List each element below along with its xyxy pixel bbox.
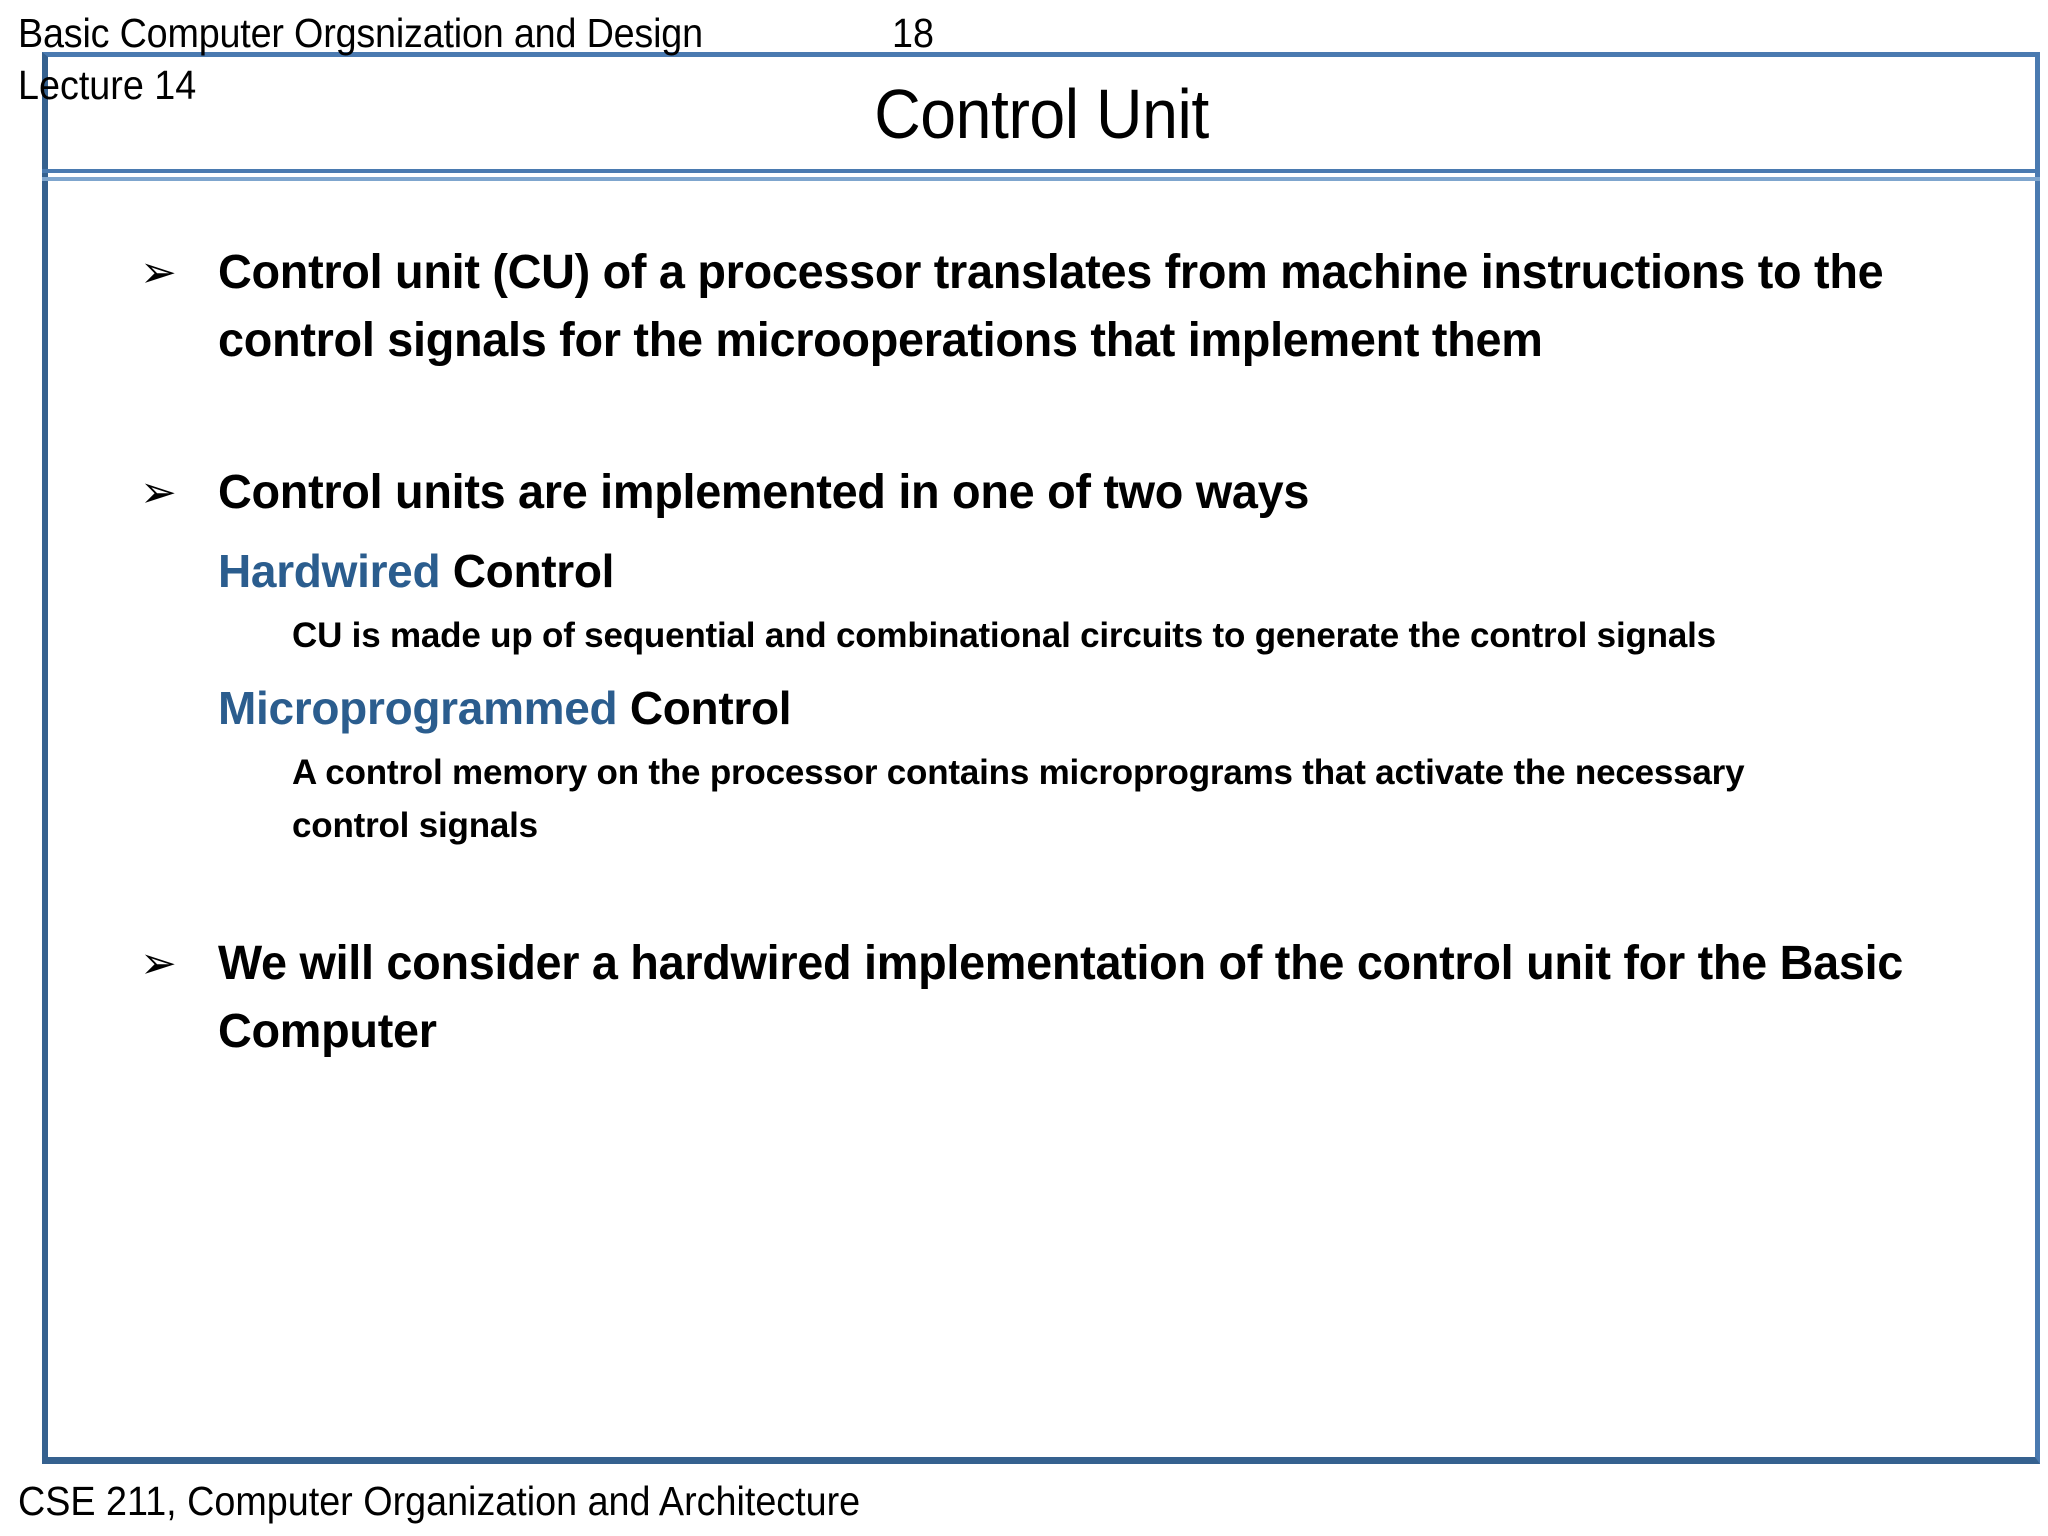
bullet-level1: ➢ Control unit (CU) of a processor trans… [140,239,1995,375]
bullet-level1: ➢ We will consider a hardwired implement… [140,930,1995,1066]
arrowhead-bullet-icon: ➢ [140,468,177,517]
header-course-line: Basic Computer Orgsnization and Design [18,9,703,56]
spacer [140,662,1995,670]
title-separator-rules [42,169,2040,183]
bullet-level2-accent-text: Microprogrammed [218,682,618,734]
bullet-level2: Hardwired Control [218,533,1995,609]
arrowhead-bullet-icon: ➢ [140,939,177,988]
arrowhead-bullet-icon: ➢ [140,248,177,297]
bullet-level3-text: A control memory on the processor contai… [292,753,1745,845]
bullet-level2-plain-text: Control [617,682,792,734]
bullet-level2: Microprogrammed Control [218,670,1995,746]
bullet-level1-text: Control units are implemented in one of … [218,466,1310,519]
slide-title: Control Unit [874,75,1209,153]
document-header: Basic Computer Orgsnization and Design 1… [18,8,1418,58]
title-rule-upper [42,169,2040,173]
spacer [140,852,1995,930]
slide-frame: Control Unit ➢ Control unit (CU) of a pr… [42,52,2040,1464]
bullet-level3-text: CU is made up of sequential and combinat… [292,616,1716,655]
slide-body: ➢ Control unit (CU) of a processor trans… [48,183,2035,1066]
title-rule-lower [42,177,2040,181]
slide-title-zone: Control Unit [48,57,2035,169]
bullet-level1-text: We will consider a hardwired implementat… [218,937,1904,1058]
spacer [140,381,1995,459]
header-lecture-label: Lecture 14 [18,62,197,108]
bullet-level1-text: Control unit (CU) of a processor transla… [218,246,1884,367]
bullet-level1: ➢ Control units are implemented in one o… [140,459,1995,527]
header-slide-number: 18 [892,9,935,56]
bullet-level2-accent-text: Hardwired [218,545,441,597]
document-footer: CSE 211, Computer Organization and Archi… [18,1478,861,1524]
bullet-level2-plain-text: Control [440,545,615,597]
